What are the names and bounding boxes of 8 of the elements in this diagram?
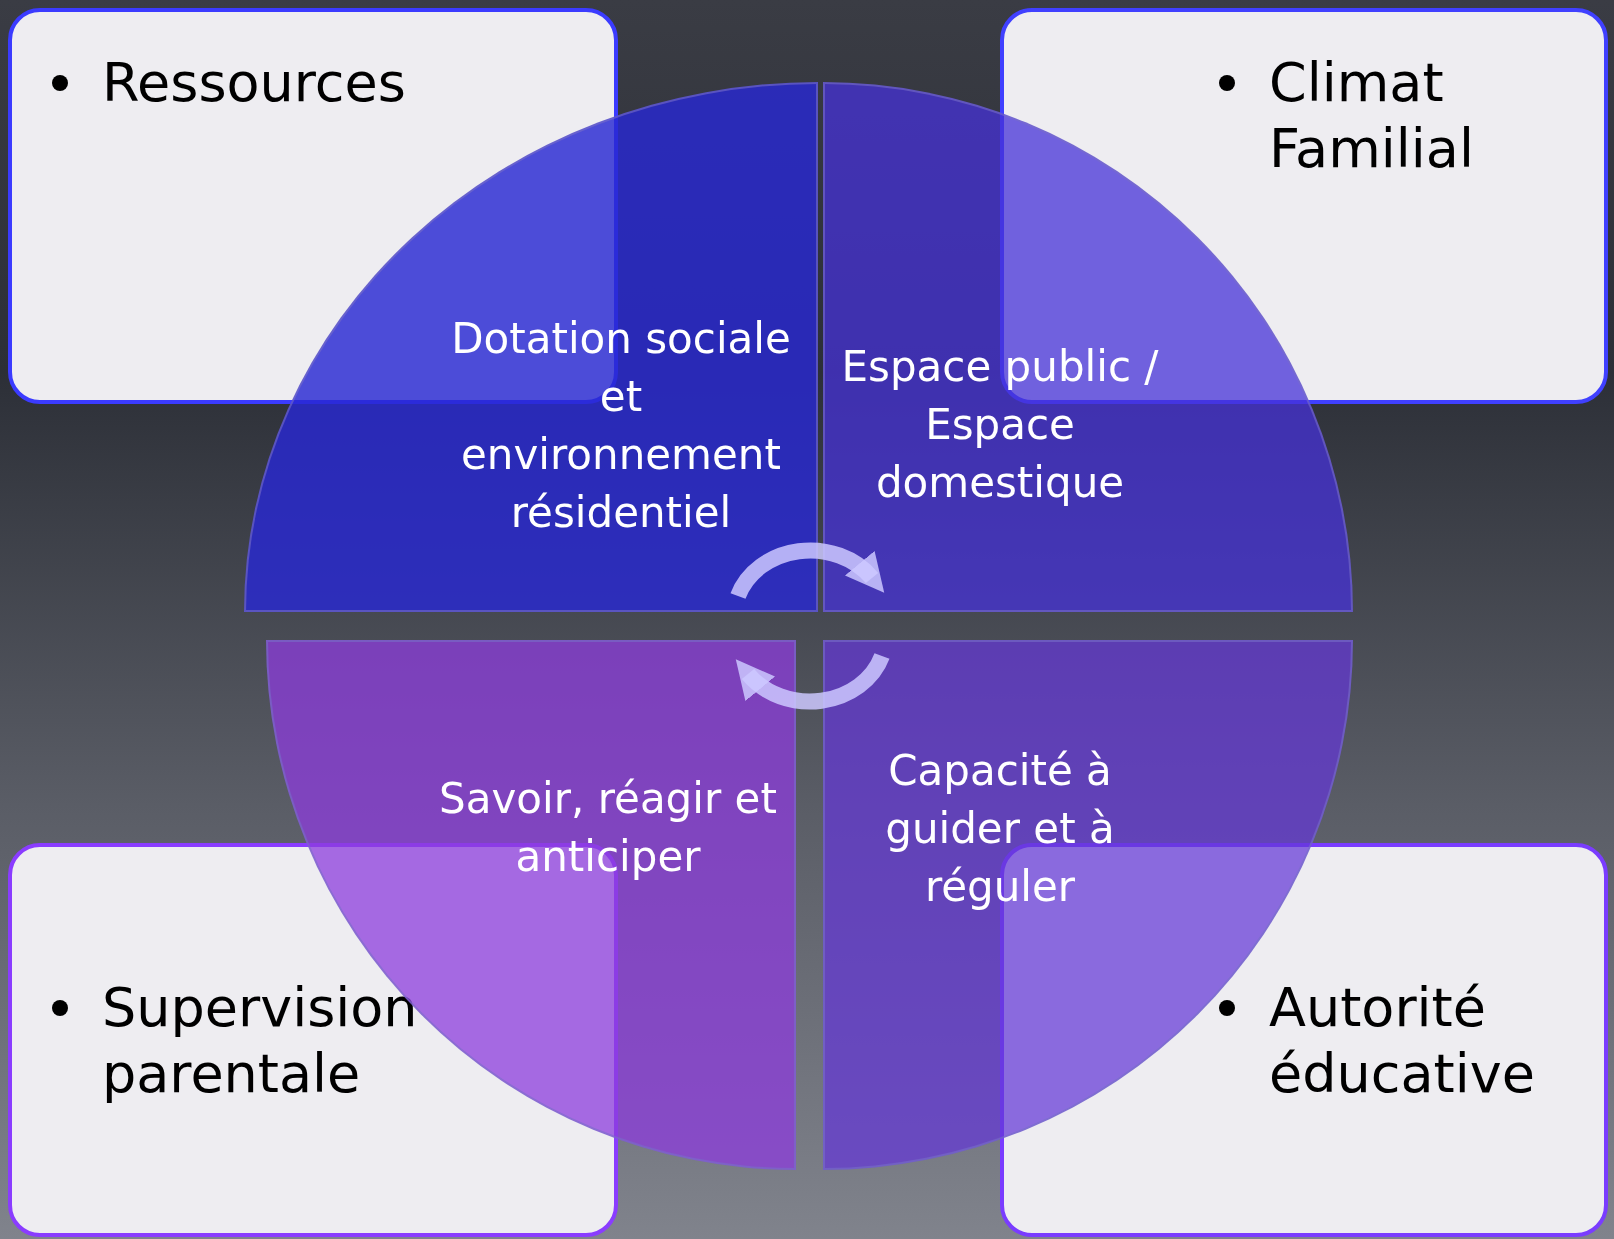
segment-label: Dotation sociale et environnement résidentiel bbox=[450, 313, 792, 539]
segment-label: Capacité à guider et à réguler bbox=[884, 745, 1116, 913]
card-title: Supervision parentale bbox=[102, 975, 419, 1107]
segment-label: Savoir, réagir et anticiper bbox=[438, 773, 778, 883]
segment-label: Espace public / Espace domestique bbox=[840, 341, 1160, 509]
card-title: Ressources bbox=[102, 50, 407, 116]
card-title: Autorité éducative bbox=[1269, 975, 1536, 1107]
card-title: Climat Familial bbox=[1269, 50, 1475, 182]
